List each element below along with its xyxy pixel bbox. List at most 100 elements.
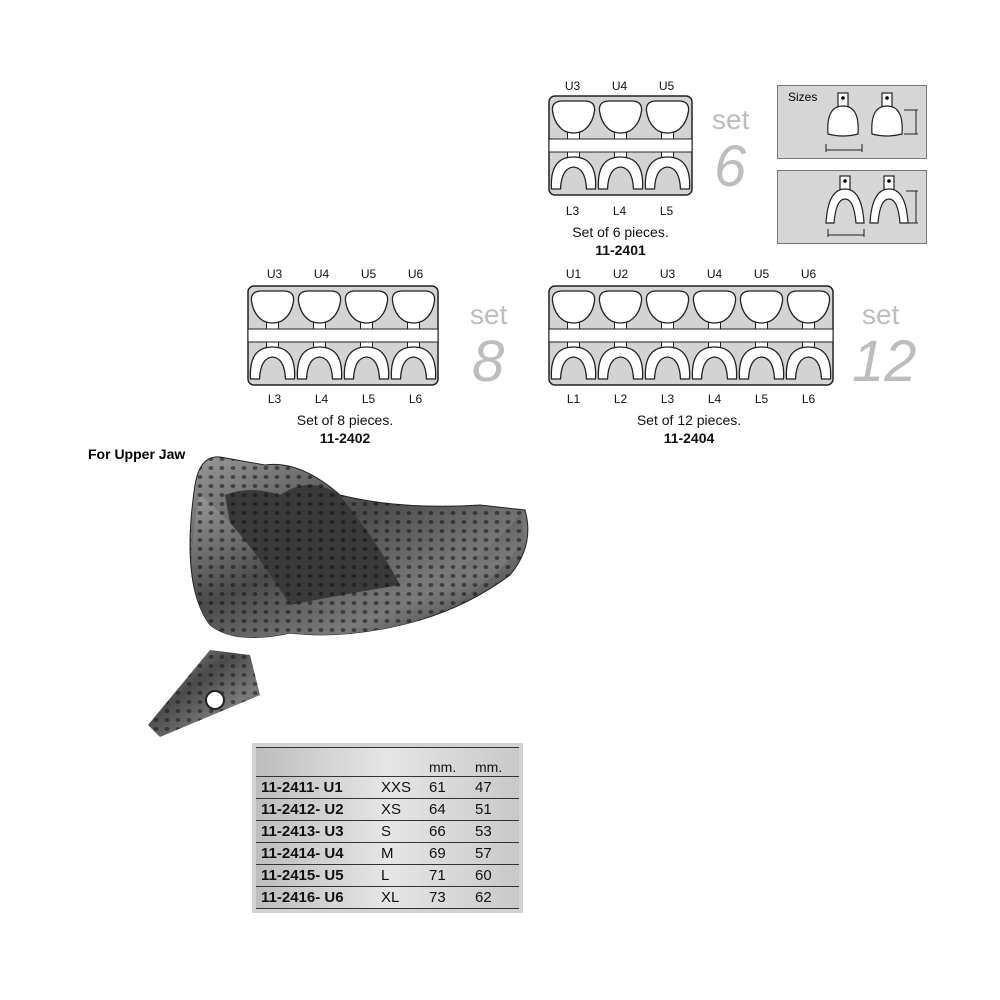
set-word: set bbox=[862, 299, 900, 330]
set8-tray-panel bbox=[247, 285, 439, 386]
size-label: U1 bbox=[565, 267, 582, 281]
size-label: U6 bbox=[800, 267, 817, 281]
size-label: U4 bbox=[706, 267, 723, 281]
caption-text: Set of 6 pieces. bbox=[572, 224, 669, 240]
cell-sz: XL bbox=[381, 886, 429, 909]
upper-tray-icon bbox=[344, 290, 389, 324]
set-number: 6 bbox=[714, 134, 747, 199]
cell-sz: S bbox=[381, 820, 429, 843]
upper-tray-icon bbox=[297, 290, 342, 324]
cell-code: 11-2411- U1 bbox=[256, 776, 381, 799]
lower-tray-icon bbox=[785, 346, 832, 380]
upper-jaw-tray-photo bbox=[148, 456, 529, 737]
upper-tray-icon bbox=[598, 100, 643, 134]
product-code: 11-2402 bbox=[319, 430, 371, 446]
header-cell: mm. bbox=[429, 747, 475, 777]
header-cell bbox=[256, 747, 381, 777]
cell-code: 11-2414- U4 bbox=[256, 842, 381, 865]
cell-m1: 73 bbox=[429, 886, 475, 909]
sizes-label: Sizes bbox=[788, 90, 818, 104]
size-label: L3 bbox=[660, 392, 675, 406]
cell-m2: 47 bbox=[475, 776, 519, 799]
cell-m2: 53 bbox=[475, 820, 519, 843]
upper-tray-icon bbox=[250, 290, 295, 324]
set-number: 12 bbox=[852, 329, 917, 394]
lower-tray-icon bbox=[249, 346, 296, 380]
cell-sz: XS bbox=[381, 798, 429, 821]
size-label: L1 bbox=[566, 392, 581, 406]
lower-tray-icon bbox=[550, 346, 597, 380]
cell-m2: 60 bbox=[475, 864, 519, 887]
lower-tray-icon bbox=[644, 156, 691, 190]
size-label: L4 bbox=[707, 392, 722, 406]
set6-caption: Set of 6 pieces. 11-2401 bbox=[548, 223, 693, 259]
panel-band bbox=[247, 328, 439, 343]
set6-lower-labels: L3 L4 L5 bbox=[549, 204, 690, 218]
size-label: L2 bbox=[613, 392, 628, 406]
lower-tray-icon bbox=[550, 156, 597, 190]
lower-tray-icon bbox=[597, 156, 644, 190]
size-label: L5 bbox=[754, 392, 769, 406]
set-number: 8 bbox=[472, 329, 505, 394]
table-header: mm. mm. bbox=[256, 747, 519, 777]
upper-tray-icon bbox=[551, 290, 596, 324]
lower-tray-icon bbox=[390, 346, 437, 380]
size-label: U6 bbox=[407, 267, 424, 281]
cell-m1: 61 bbox=[429, 776, 475, 799]
size-label: L6 bbox=[801, 392, 816, 406]
cell-sz: XXS bbox=[381, 776, 429, 799]
cell-m2: 57 bbox=[475, 842, 519, 865]
size-label: U2 bbox=[612, 267, 629, 281]
size-label: U4 bbox=[611, 79, 628, 93]
size-label: U5 bbox=[360, 267, 377, 281]
set8-caption: Set of 8 pieces. 11-2402 bbox=[247, 411, 443, 447]
size-label: L4 bbox=[612, 204, 627, 218]
set-word: set bbox=[470, 299, 508, 330]
size-label: L3 bbox=[565, 204, 580, 218]
upper-tray-icon bbox=[598, 290, 643, 324]
upper-tray-icon bbox=[645, 290, 690, 324]
set12-upper-labels: U1 U2 U3 U4 U5 U6 bbox=[550, 267, 832, 281]
lower-tray-icon bbox=[343, 346, 390, 380]
panel-band bbox=[548, 138, 693, 153]
lower-tray-icon bbox=[644, 346, 691, 380]
cell-code: 11-2415- U5 bbox=[256, 864, 381, 887]
cell-m2: 51 bbox=[475, 798, 519, 821]
lower-dimension-icon bbox=[825, 175, 918, 237]
lower-tray-icon bbox=[597, 346, 644, 380]
lower-tray-icon bbox=[296, 346, 343, 380]
sizes-upper-diagram: Sizes bbox=[777, 85, 927, 159]
cell-m1: 66 bbox=[429, 820, 475, 843]
header-cell bbox=[381, 747, 429, 777]
size-label: L6 bbox=[408, 392, 423, 406]
upper-tray-icon bbox=[391, 290, 436, 324]
size-label: L5 bbox=[659, 204, 674, 218]
upper-dimension-icon bbox=[825, 92, 918, 152]
cell-code: 11-2412- U2 bbox=[256, 798, 381, 821]
set12-caption: Set of 12 pieces. 11-2404 bbox=[548, 411, 830, 447]
size-label: L4 bbox=[314, 392, 329, 406]
size-label: U3 bbox=[659, 267, 676, 281]
cell-m1: 69 bbox=[429, 842, 475, 865]
cell-code: 11-2416- U6 bbox=[256, 886, 381, 909]
size-label: U5 bbox=[658, 79, 675, 93]
product-code: 11-2404 bbox=[663, 430, 715, 446]
product-code: 11-2401 bbox=[595, 242, 646, 258]
size-label: U5 bbox=[753, 267, 770, 281]
set12-lower-labels: L1 L2 L3 L4 L5 L6 bbox=[550, 392, 832, 406]
upper-tray-icon bbox=[739, 290, 784, 324]
size-label: U4 bbox=[313, 267, 330, 281]
lower-tray-icon bbox=[691, 346, 738, 380]
cell-sz: M bbox=[381, 842, 429, 865]
upper-tray-icon bbox=[692, 290, 737, 324]
